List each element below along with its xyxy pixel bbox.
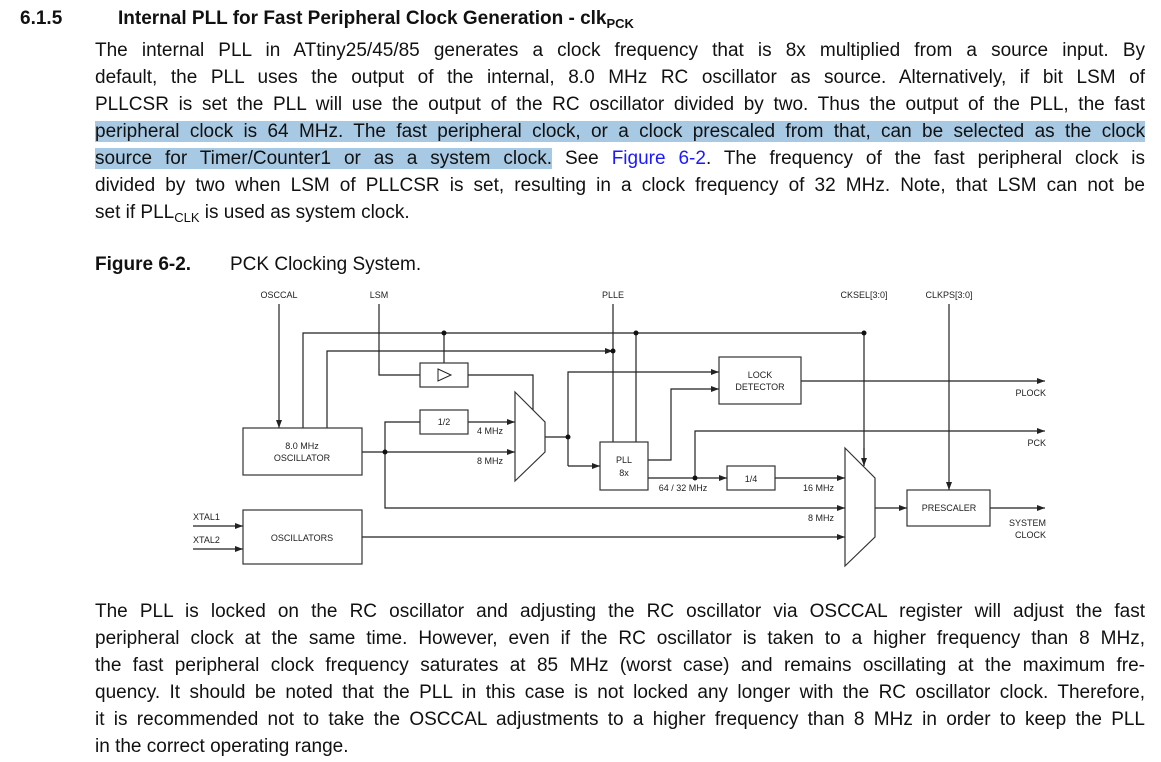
label-cksel: CKSEL[3:0]	[840, 290, 887, 300]
selected-text[interactable]: peripheral clock is 64 MHz. The fast per…	[95, 121, 1145, 142]
buffer-icon	[437, 368, 453, 382]
junction-dots	[382, 330, 867, 481]
label-detector: DETECTOR	[735, 382, 785, 392]
label-lock: LOCK	[748, 370, 773, 380]
divide-by-4-block	[726, 465, 776, 491]
prescaler-block	[906, 489, 991, 527]
section-title-sub: PCK	[606, 16, 634, 31]
label-xtal1: XTAL1	[193, 512, 220, 522]
label-osc2: OSCILLATOR	[274, 453, 331, 463]
text-line: The PLL is locked on the RC oscillator a…	[95, 601, 1145, 622]
label-lsm: LSM	[370, 290, 389, 300]
label-8x: 8x	[619, 468, 629, 478]
label-quarter: 1/4	[745, 474, 758, 484]
label-clkps: CLKPS[3:0]	[925, 290, 972, 300]
label-system: SYSTEM	[1009, 518, 1046, 528]
figure-caption: PCK Clocking System.	[230, 254, 422, 275]
label-pll: PLL	[616, 455, 632, 465]
text-line: divided by two when LSM of PLLCSR is set…	[95, 175, 1145, 196]
label-clock: CLOCK	[1015, 530, 1046, 540]
label-8mhz: 8 MHz	[477, 456, 504, 466]
text-line: the fast peripheral clock frequency satu…	[95, 655, 1145, 676]
paragraph-1: The internal PLL in ATtiny25/45/85 gener…	[95, 37, 1145, 226]
text-line: source for Timer/Counter1 or as a system…	[95, 145, 1145, 172]
figure-link[interactable]: Figure 6-2	[611, 148, 706, 169]
label-osccal: OSCCAL	[260, 290, 297, 300]
label-plle: PLLE	[602, 290, 624, 300]
text-line: The internal PLL in ATtiny25/45/85 gener…	[95, 40, 1145, 61]
text-line: quency. It should be noted that the PLL …	[95, 682, 1145, 703]
selected-text[interactable]: source for Timer/Counter1 or as a system…	[95, 148, 552, 169]
text-line: in the correct operating range.	[95, 736, 349, 757]
section-number: 6.1.5	[20, 8, 63, 29]
label-8mhz-2: 8 MHz	[808, 513, 835, 523]
rc-oscillator-block	[242, 427, 363, 476]
figure-number: Figure 6-2.	[95, 254, 192, 275]
text-line: default, the PLL uses the output of the …	[95, 67, 1145, 88]
text-line: PLLCSR is set the PLL will use the outpu…	[95, 94, 1145, 115]
oscillators-block	[242, 509, 363, 565]
label-4mhz: 4 MHz	[477, 426, 504, 436]
label-half: 1/2	[438, 417, 451, 427]
lock-detector-block	[718, 356, 802, 405]
text: is used as system clock.	[199, 202, 410, 223]
label-plock: PLOCK	[1015, 388, 1046, 398]
label-16mhz: 16 MHz	[803, 483, 835, 493]
label-osc1: 8.0 MHz	[285, 441, 319, 451]
section-title-text: Internal PLL for Fast Peripheral Clock G…	[118, 8, 607, 29]
text-line: peripheral clock is 64 MHz. The fast per…	[95, 118, 1145, 145]
text-line: set if PLLCLK is used as system clock.	[95, 199, 1145, 226]
mux-1	[514, 390, 546, 483]
text: set if PLL	[95, 202, 175, 223]
text: . The frequency of the fast peripheral c…	[705, 148, 1145, 169]
divide-by-2-block	[419, 409, 469, 435]
mux-2	[844, 446, 876, 568]
text: See	[552, 148, 612, 169]
text-line: peripheral clock at the same time. Howev…	[95, 628, 1145, 649]
label-prescaler: PRESCALER	[922, 503, 977, 513]
subscript: CLK	[174, 210, 200, 225]
text-line: it is recommended not to take the OSCCAL…	[95, 709, 1145, 730]
buffer-block	[419, 362, 469, 388]
label-oscillators: OSCILLATORS	[271, 533, 333, 543]
pll-block	[599, 441, 649, 491]
paragraph-2: The PLL is locked on the RC oscillator a…	[95, 598, 1145, 760]
label-64-32mhz: 64 / 32 MHz	[659, 483, 708, 493]
section-title: Internal PLL for Fast Peripheral Clock G…	[118, 8, 634, 30]
label-pck: PCK	[1027, 438, 1046, 448]
label-xtal2: XTAL2	[193, 535, 220, 545]
